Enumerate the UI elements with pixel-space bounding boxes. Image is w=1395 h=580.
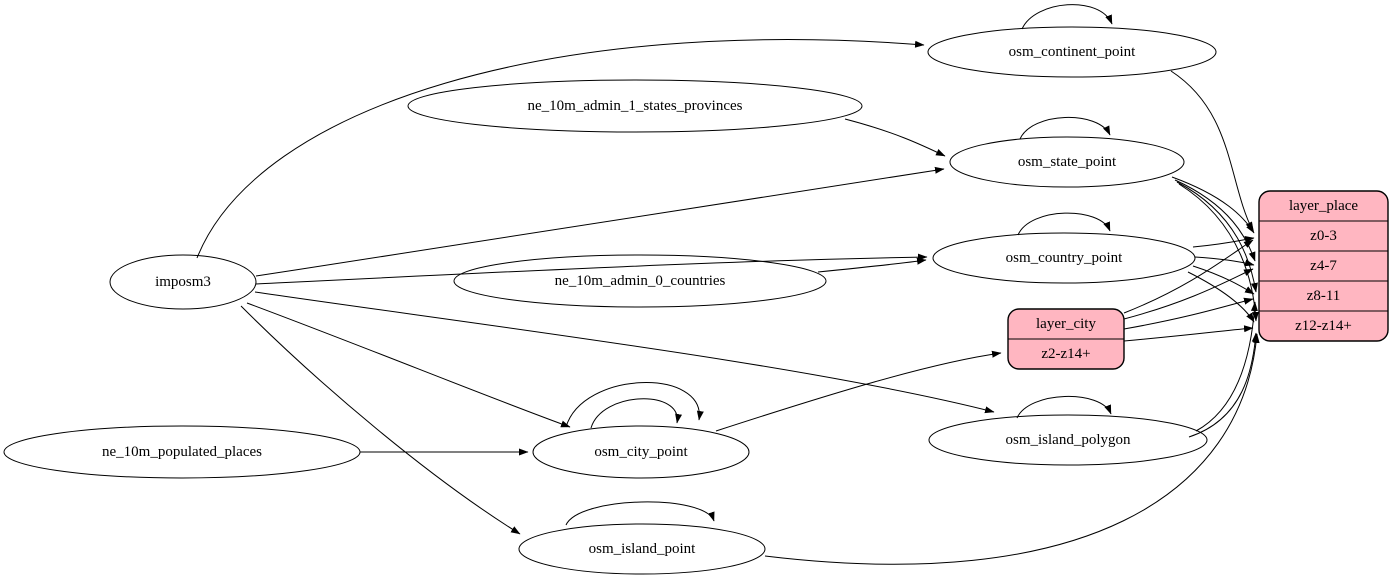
node-label-osm_island_polygon: osm_island_polygon [1005,432,1131,448]
edge-osm_continent_point-to-osm_continent_point [1021,4,1113,30]
edge-osm_country_point-to-osm_country_point [1017,212,1111,236]
edge-ne_10m_admin_1_states_provinces-to-osm_state_point [844,118,946,157]
node-label-osm_state_point: osm_state_point [1018,154,1117,170]
node-ne_10m_admin_0_countries: ne_10m_admin_0_countries [453,254,827,308]
node-shape-imposm3 [109,254,257,310]
record-layer_city: layer_city z2-z14+ [1007,308,1125,370]
record-row-layer_place-z0-3: z0-3 [1310,228,1337,244]
record-row-layer_city-z2-z14+: z2-z14+ [1041,346,1090,362]
record-row-layer_city-layer_city: layer_city [1036,316,1096,332]
node-label-imposm3: imposm3 [155,274,211,290]
record-shape-layer_place [1258,190,1389,342]
node-osm_city_point: osm_city_point [532,425,750,479]
node-imposm3: imposm3 [109,254,257,310]
node-osm_country_point: osm_country_point [932,232,1196,284]
node-label-ne_10m_admin_0_countries: ne_10m_admin_0_countries [555,273,726,289]
edge-layer_city-to-layer_place:z12-z14+ [1123,325,1254,342]
edge-layer_city-to-layer_place:z8-11 [1123,297,1254,330]
edge-osm_island_point-to-osm_island_point [565,501,715,526]
edge-imposm3-to-osm_state_point [255,166,945,277]
node-shape-osm_island_polygon [928,414,1208,466]
record-row-layer_place-z12-z14+: z12-z14+ [1295,318,1352,334]
edge-osm_island_point-to-layer_place:z12-z14+ [764,333,1260,565]
node-shape-osm_continent_point [927,26,1217,78]
edge-osm_country_point-to-layer_place:z0-3 [1192,236,1255,248]
record-row-layer_place-z4-7: z4-7 [1310,258,1337,274]
edge-osm_country_point-to-layer_place:z4-7 [1194,256,1255,267]
edge-osm_island_polygon-to-layer_place:z8-11 [1195,301,1258,432]
edge-osm_state_point-to-osm_state_point [1019,117,1111,140]
edge-layer_city-to-layer_place:z4-7 [1123,268,1254,320]
record-layer_place: layer_place z0-3 z4-7 z8-11 z12-z14+ [1258,190,1389,342]
edge-imposm3-to-osm_island_polygon [254,291,995,414]
edge-osm_state_point-to-layer_place:z4-7 [1174,179,1256,262]
edge-osm_state_point-to-layer_place:z8-11 [1176,181,1258,293]
node-osm_island_polygon: osm_island_polygon [928,414,1208,466]
edge-imposm3-to-osm_island_point [240,305,521,535]
edge-imposm3-to-osm_city_point [246,302,571,428]
edge-osm_country_point-to-layer_place:z8-11 [1192,265,1255,295]
node-shape-osm_country_point [932,232,1196,284]
node-osm_continent_point: osm_continent_point [927,26,1217,78]
edge-osm_country_point-to-layer_place:z12-z14+ [1187,271,1255,323]
node-shape-ne_10m_admin_0_countries [453,254,827,308]
node-shape-osm_state_point [949,136,1185,188]
node-shape-osm_city_point [532,425,750,479]
node-shape-ne_10m_admin_1_states_provinces [407,79,863,133]
edge-osm_island_polygon-to-layer_place:z12-z14+ [1188,332,1259,438]
node-osm_state_point: osm_state_point [949,136,1185,188]
edge-layer_city-to-layer_place:z0-3 [1123,239,1254,314]
node-ne_10m_populated_places: ne_10m_populated_places [3,425,361,479]
node-ne_10m_admin_1_states_provinces: ne_10m_admin_1_states_provinces [407,79,863,133]
edge-imposm3-to-osm_country_point [255,253,928,285]
node-label-osm_city_point: osm_city_point [594,444,688,460]
record-row-layer_place-layer_place: layer_place [1289,198,1358,214]
edge-ne_10m_admin_0_countries-to-osm_country_point [817,257,927,273]
node-label-ne_10m_admin_1_states_provinces: ne_10m_admin_1_states_provinces [528,98,743,114]
edge-osm_city_point-to-layer_city [715,350,1002,432]
node-label-ne_10m_populated_places: ne_10m_populated_places [102,444,262,460]
edge-imposm3-to-osm_continent_point [196,39,925,259]
edge-osm_state_point-to-layer_place:z0-3 [1171,176,1255,234]
node-label-osm_continent_point: osm_continent_point [1009,44,1136,60]
edge-osm_city_point-to-osm_city_point [565,382,704,428]
node-osm_island_point: osm_island_point [518,523,766,575]
edge-osm_island_polygon-to-osm_island_polygon [1016,396,1112,419]
edge-osm_continent_point-to-layer_place:z0-3 [1170,70,1254,232]
node-label-osm_island_point: osm_island_point [589,541,697,557]
node-label-osm_country_point: osm_country_point [1006,250,1123,266]
edge-osm_city_point-to-osm_city_point [590,398,682,429]
node-shape-osm_island_point [518,523,766,575]
record-row-layer_place-z8-11: z8-11 [1307,288,1341,304]
